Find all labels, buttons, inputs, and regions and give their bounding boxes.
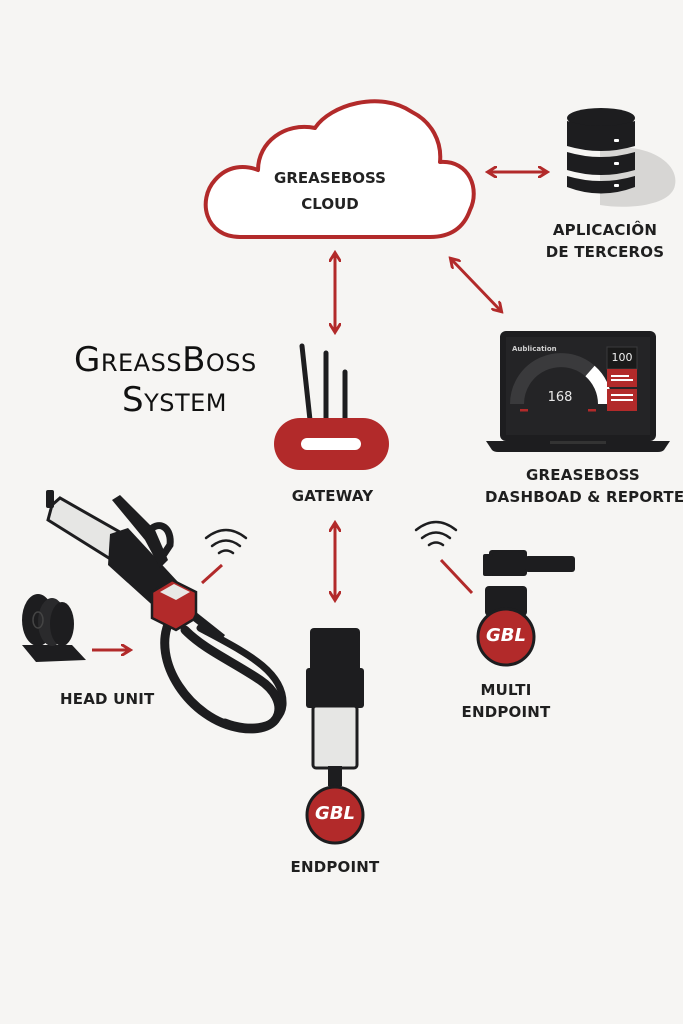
arrow-cloud-dashboard xyxy=(452,260,500,310)
wireless-link-multi-endpoint xyxy=(439,558,474,595)
multi-endpoint-badge-text: GBL xyxy=(486,625,526,646)
cloud-label-line2: CLOUD xyxy=(301,195,359,213)
dashboard-gauge-value: 168 xyxy=(547,390,573,405)
dashboard-label-line2: DASHBOAD & REPORTE xyxy=(485,488,683,506)
multi-endpoint-label-line1: MULTI xyxy=(480,681,532,699)
dashboard-label: GREASEBOSS DASHBOAD & REPORTE xyxy=(485,464,683,508)
title-line2: System xyxy=(122,380,228,420)
cloud-label-line1: GREASEBOSS xyxy=(274,169,386,187)
diagram-title: GreassBoss System xyxy=(74,340,257,420)
endpoint-badge-text: GBL xyxy=(315,803,355,824)
gateway-label: GATEWAY xyxy=(291,487,374,505)
endpoint-label: ENDPOINT xyxy=(290,858,380,876)
head-unit-label: HEAD UNIT xyxy=(60,690,155,708)
wireless-link-head-unit xyxy=(200,563,224,585)
cloud-label: GREASEBOSS CLOUD xyxy=(230,165,430,217)
dashboard-label-line1: GREASEBOSS xyxy=(526,466,640,484)
third-party-label: APLICACIÔN DE TERCEROS xyxy=(530,219,680,263)
title-line1: GreassBoss xyxy=(74,340,257,380)
dashboard-box-value: 100 xyxy=(611,351,633,364)
multi-endpoint-label-line2: ENDPOINT xyxy=(461,703,551,721)
third-party-label-line1: APLICACIÔN xyxy=(552,221,658,239)
multi-endpoint-label: MULTI ENDPOINT xyxy=(440,679,572,723)
third-party-label-line2: DE TERCEROS xyxy=(545,243,665,261)
dashboard-screen-header: Aublication xyxy=(512,345,557,353)
